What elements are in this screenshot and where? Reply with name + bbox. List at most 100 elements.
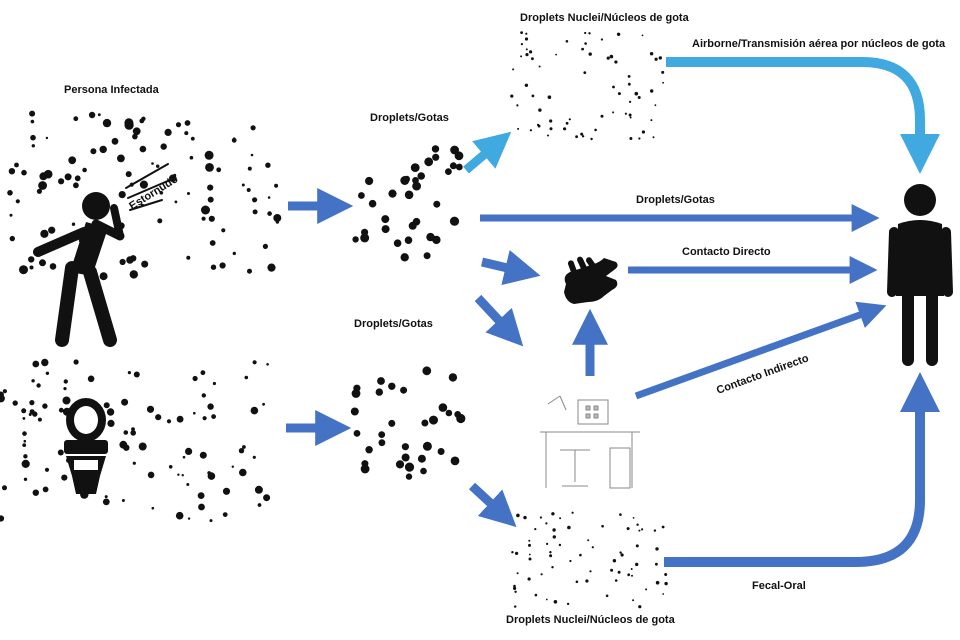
droplet-dot [207,472,216,480]
droplet-dot [393,239,402,247]
droplet-dot [358,192,365,199]
droplet-dot [629,100,632,103]
droplet-dot [184,131,189,136]
droplet-dot [412,177,419,184]
droplet-dot [160,143,167,150]
droplet-dot [201,205,210,215]
droplet-dot [267,211,272,216]
droplet-dot [58,178,65,185]
droplet-dot [351,389,361,398]
droplet-dot [45,136,49,140]
droplet-dot [41,358,49,367]
droplet-dot [551,512,555,516]
droplet-dot [222,512,228,517]
droplet-dot [21,169,27,176]
droplet-dot [30,119,35,124]
droplet-dot [138,442,147,451]
droplet-dot [658,56,662,60]
nuclei-top-label: Droplets Nuclei/Núcleos de gota [520,12,689,24]
droplet-dot [9,235,15,242]
droplet-dot [2,389,7,394]
droplet-dot [583,71,587,74]
droplet-dot [549,551,552,554]
droplet-dot [49,263,57,270]
droplet-dot [558,543,562,547]
droplet-dot [534,593,538,597]
droplet-dot [198,503,205,511]
droplet-dot [627,75,631,78]
droplet-dot [12,400,18,406]
droplet-dot [74,175,81,182]
droplet-dot [628,113,632,117]
droplet-dot [617,570,621,574]
droplet-dot [132,133,138,140]
droplet-dot [202,416,207,421]
droplet-dot [139,145,147,153]
droplet-dot [23,477,28,481]
droplet-dot [192,375,198,382]
droplet-dot [423,252,431,260]
droplet-dot [22,431,27,436]
droplet-dot [614,60,618,64]
droplet-dot [449,216,460,226]
droplet-dot [159,191,164,195]
droplet-dot [139,118,145,124]
droplet-dot [553,600,558,604]
droplet-dot [252,455,256,459]
droplet-dot [246,188,251,192]
droplet-dot [395,460,405,469]
droplet-dot [353,430,361,437]
droplet-dot [620,553,624,557]
droplet-dot [514,590,517,593]
droplet-dot [388,382,396,390]
droplet-dot [552,535,556,539]
droplet-dot [106,408,115,416]
droplet-dot [216,167,222,173]
droplet-dot [176,415,184,423]
droplet-dot [516,513,520,518]
droplet-dot [547,95,552,99]
droplet-dot [99,272,108,281]
droplet-dot [590,137,593,141]
droplet-dot [531,94,535,98]
droplet-dot [549,119,553,123]
droplet-dot [527,577,531,581]
droplet-dot [209,519,213,523]
droplet-dot [641,528,644,531]
droplet-dot [39,259,46,267]
droplet-dot [123,444,130,451]
droplet-dot [619,513,622,516]
droplet-dot [634,91,639,96]
droplet-dot [584,42,587,45]
droplet-dot [545,522,548,525]
droplet-dot [205,163,214,172]
droplet-dot [525,32,528,35]
droplet-dot [7,190,13,196]
droplet-dot [567,525,571,530]
droplet-dot [9,213,13,217]
droplet-dot [584,31,587,35]
droplet-dot [31,379,35,383]
droplet-dot [221,228,226,233]
droplet-dot [133,371,140,378]
droplet-dot [581,135,585,138]
droplet-dot [121,499,125,502]
droplet-dot [274,183,279,188]
droplet-dot [559,517,562,520]
droplet-dot [262,243,268,249]
droplet-dot [365,176,374,186]
droplet-dot [151,506,155,510]
droplet-dot [377,377,385,385]
droplet-dot [631,574,633,577]
sneezing-person-icon [33,163,171,347]
droplet-dot [69,175,72,178]
droplet-dot [257,503,262,507]
droplet-dot [15,199,20,204]
droplet-dot [431,145,440,153]
droplet-dot [266,363,269,366]
hand-icon [564,256,618,304]
droplet-dot [575,135,578,139]
desk-workspace-icon [540,395,640,489]
droplet-dot [201,216,206,221]
fecal-oral-label: Fecal-Oral [752,580,806,592]
